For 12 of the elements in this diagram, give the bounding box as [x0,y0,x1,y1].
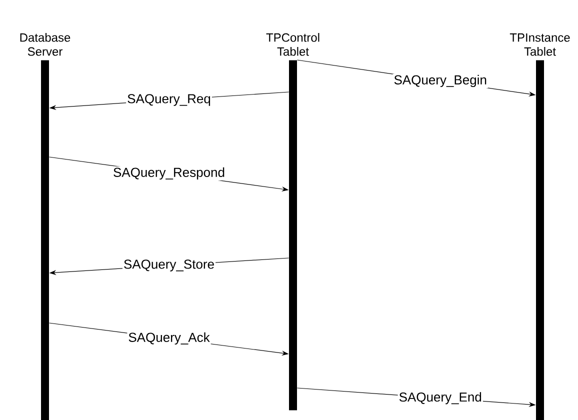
edge-label: SAQuery_Req [126,93,212,107]
node-label: Database Server [20,32,70,56]
node-label: TPInstance Tablet [510,33,570,56]
lifeline: TPInstance Tablet [510,33,570,420]
node-label: TPControl Tablet [266,32,320,56]
edge-label: SAQuery_Respond [112,166,226,181]
edge-label: SAQuery_End [398,391,483,406]
lifeline: Database Server [20,33,70,420]
edge-label: SAQuery_Store [122,258,216,272]
lifeline: TPControl Tablet [266,33,320,410]
edge-label: SAQuery_Begin [392,74,488,88]
edge-label: SAQuery_Ack [127,331,211,346]
